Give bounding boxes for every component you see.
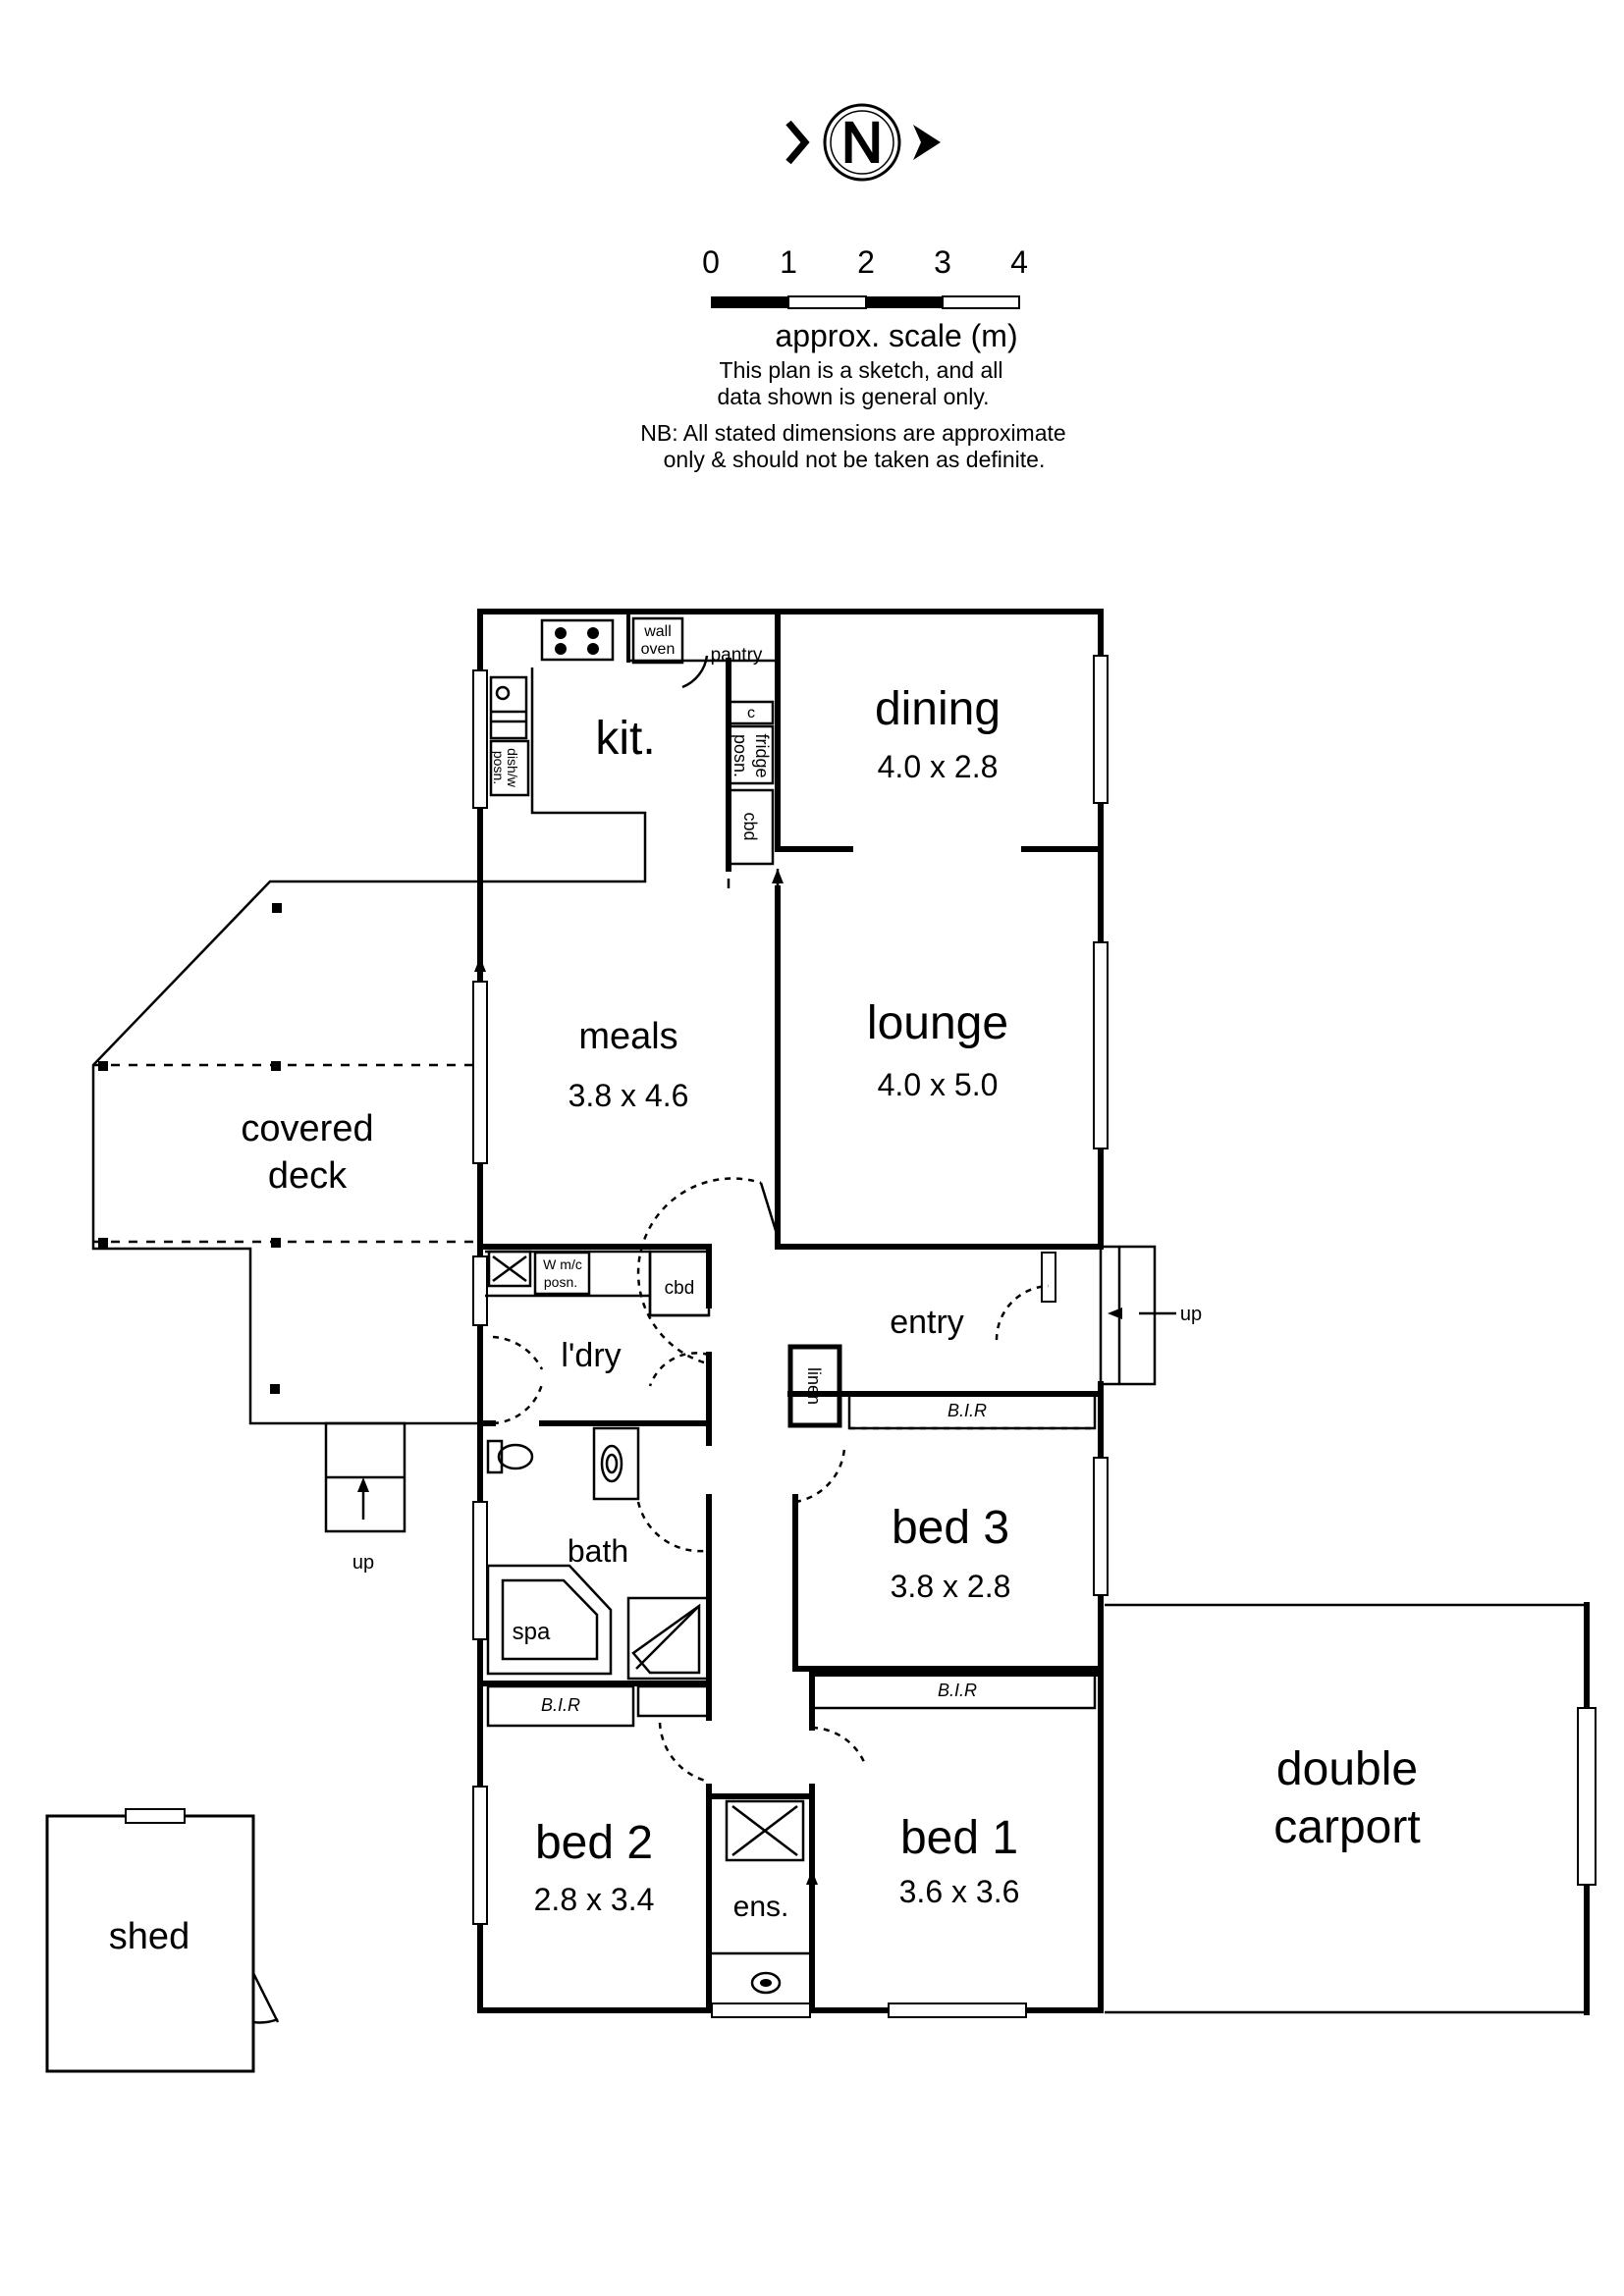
- nb-note-line-1: NB: All stated dimensions are approximat…: [640, 420, 1065, 446]
- bed2-size: 2.8 x 3.4: [534, 1882, 655, 1917]
- bed3-size: 3.8 x 2.8: [891, 1569, 1011, 1604]
- wall-oven-box: [631, 616, 684, 665]
- scale-tick-4: 4: [1010, 244, 1028, 280]
- scale-tick-1: 1: [780, 244, 797, 280]
- nb-note-line-2: only & should not be taken as definite.: [664, 447, 1046, 472]
- ensuite-toilet-icon: [709, 1951, 812, 1995]
- deck-steps: [324, 1421, 406, 1533]
- basin-icon: [592, 1426, 640, 1501]
- fridge-label-1: fridge: [752, 733, 772, 777]
- bed3-wardrobe-label: B.I.R: [947, 1401, 987, 1420]
- deck-up-label: up: [352, 1552, 374, 1574]
- bed3-label: bed 3: [892, 1502, 1009, 1554]
- bed2-wardrobe-label: B.I.R: [541, 1695, 580, 1715]
- bed2-label: bed 2: [535, 1817, 653, 1869]
- dining-size: 4.0 x 2.8: [878, 749, 999, 784]
- dishwasher-label-1: dish/w: [505, 748, 520, 788]
- bed1-wardrobe-label: B.I.R: [938, 1681, 977, 1700]
- meals-label: meals: [578, 1016, 677, 1057]
- scale-bar: 0 1 2 3 4: [702, 244, 1028, 309]
- carport-label-2: carport: [1273, 1801, 1420, 1853]
- kitchen-cbd-label: cbd: [740, 812, 760, 840]
- ensuite-label: ens.: [733, 1891, 789, 1923]
- covered-deck-outline: [91, 880, 479, 1425]
- dishwasher-box: [489, 739, 530, 797]
- entry-label: entry: [890, 1304, 964, 1341]
- spa-icon: [486, 1564, 613, 1676]
- wall-oven-label-1: wall: [643, 623, 672, 640]
- toilet-icon: [486, 1439, 534, 1474]
- flow-arrows: [474, 869, 818, 1885]
- washing-machine-label-2: posn.: [544, 1274, 577, 1290]
- bed1-label: bed 1: [900, 1812, 1018, 1864]
- lounge-size: 4.0 x 5.0: [878, 1067, 999, 1102]
- covered-deck-label-2: deck: [268, 1155, 348, 1197]
- bath-label: bath: [568, 1533, 628, 1569]
- carport-outline: [1105, 1602, 1597, 2015]
- cooktop-icon: [540, 618, 615, 662]
- dishwasher-label-2: posn.: [491, 751, 507, 784]
- shed-label: shed: [109, 1916, 189, 1957]
- scale-tick-0: 0: [702, 244, 720, 280]
- c-label: c: [747, 705, 755, 721]
- entry-up-label: up: [1180, 1304, 1202, 1325]
- compass-letter: N: [841, 111, 883, 175]
- doors: [492, 655, 1050, 1784]
- shed-outline: [45, 1808, 280, 2073]
- washing-machine-box: [533, 1251, 591, 1296]
- kitchen-label: kit.: [595, 713, 655, 765]
- fridge-label-2: posn.: [731, 734, 750, 777]
- shower-icon: [626, 1596, 711, 1681]
- scale-label: approx. scale (m): [775, 318, 1017, 353]
- kitchen-sink-icon: [489, 675, 528, 740]
- sketch-note-line-2: data shown is general only.: [717, 384, 989, 409]
- windows: [472, 655, 1109, 2018]
- pantry-label: pantry: [711, 645, 763, 666]
- bed1-size: 3.6 x 3.6: [899, 1874, 1020, 1909]
- laundry-cbd-label: cbd: [665, 1278, 695, 1299]
- scale-tick-2: 2: [857, 244, 875, 280]
- north-compass-icon: [785, 103, 941, 182]
- spa-label: spa: [513, 1619, 551, 1645]
- carport-label-1: double: [1276, 1743, 1418, 1795]
- laundry-label: l'dry: [561, 1337, 621, 1374]
- meals-size: 3.8 x 4.6: [568, 1078, 689, 1113]
- lounge-label: lounge: [867, 997, 1008, 1049]
- linen-label: linen: [804, 1367, 824, 1405]
- wall-oven-label-2: oven: [641, 641, 676, 658]
- washing-machine-label-1: W m/c: [543, 1256, 582, 1272]
- scale-tick-3: 3: [934, 244, 951, 280]
- wardrobes: [486, 1392, 1097, 1728]
- covered-deck-label-1: covered: [241, 1108, 373, 1149]
- sketch-note-line-1: This plan is a sketch, and all: [720, 357, 1003, 383]
- house-exterior-walls: [477, 609, 1176, 2013]
- dining-label: dining: [875, 683, 1001, 735]
- laundry-trough-icon: [487, 1250, 532, 1288]
- ensuite-shower-icon: [725, 1799, 805, 1862]
